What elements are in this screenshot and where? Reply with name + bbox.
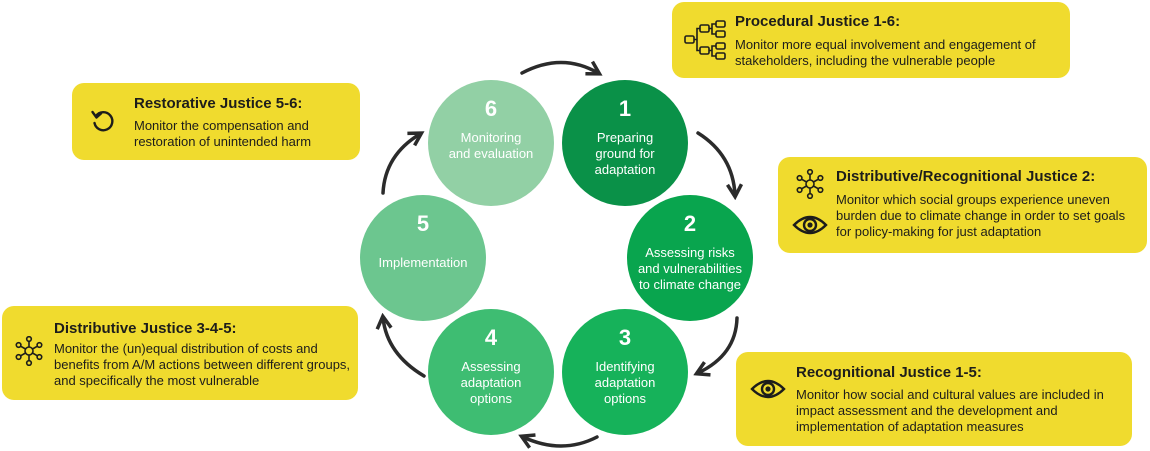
distributive-justice-box: Distributive Justice 3-4-5: Monitor the …	[2, 306, 358, 400]
box-title: Recognitional Justice 1-5:	[796, 364, 982, 381]
box-title: Procedural Justice 1-6:	[735, 13, 901, 30]
step-1-circle: 1 Preparing ground for adaptation	[562, 80, 688, 206]
network-icon	[796, 169, 824, 199]
restore-icon	[91, 110, 114, 132]
box-title: Restorative Justice 5-6:	[134, 95, 303, 112]
step-6-circle: 6 Monitoring and evaluation	[428, 80, 554, 206]
arrow-4-to-5	[375, 312, 426, 378]
step-label: Identifying adaptation options	[594, 359, 656, 406]
distributive-recognitional-justice-box: Distributive/Recognitional Justice 2: Mo…	[778, 157, 1147, 253]
box-body: Monitor the compensation and restoration…	[134, 118, 312, 149]
box-title: Distributive Justice 3-4-5:	[54, 320, 237, 337]
box-body: Monitor more equal involvement and engag…	[735, 37, 1036, 68]
eye-icon	[750, 379, 786, 399]
hierarchy-icon	[684, 20, 726, 60]
step-number: 6	[484, 96, 498, 121]
arrow-6-to-1	[520, 60, 603, 76]
arrow-2-to-3	[693, 316, 739, 377]
network-icon	[15, 336, 43, 366]
box-body: Monitor how social and cultural values a…	[796, 387, 1104, 434]
step-label: Assessing adaptation options	[460, 359, 522, 406]
box-body: Monitor the (un)equal distribution of co…	[54, 341, 351, 388]
step-label: Implementation	[378, 255, 468, 270]
step-2-circle: 2 Assessing risks and vulnerabilities to…	[627, 195, 753, 321]
step-number: 3	[618, 325, 632, 350]
step-label: Preparing ground for adaptation	[594, 130, 656, 177]
step-4-circle: 4 Assessing adaptation options	[428, 309, 554, 435]
arrow-3-to-4	[518, 433, 599, 449]
procedural-justice-box: Procedural Justice 1-6: Monitor more equ…	[672, 2, 1070, 78]
restorative-justice-box: Restorative Justice 5-6: Monitor the com…	[72, 83, 360, 160]
step-number: 5	[416, 211, 430, 236]
box-body: Monitor which social groups experience u…	[836, 192, 1126, 239]
eye-icon	[792, 215, 828, 235]
recognitional-justice-box: Recognitional Justice 1-5: Monitor how s…	[736, 352, 1132, 446]
step-3-circle: 3 Identifying adaptation options	[562, 309, 688, 435]
arrow-1-to-2	[696, 131, 744, 201]
step-label: Assessing risks and vulnerabilities to c…	[637, 245, 743, 292]
step-number: 2	[683, 211, 697, 236]
step-5-circle: 5 Implementation	[360, 195, 486, 321]
step-label: Monitoring and evaluation	[448, 130, 534, 161]
step-number: 1	[618, 96, 632, 121]
box-title: Distributive/Recognitional Justice 2:	[836, 168, 1096, 185]
step-number: 4	[484, 325, 498, 350]
arrow-5-to-6	[381, 131, 425, 195]
